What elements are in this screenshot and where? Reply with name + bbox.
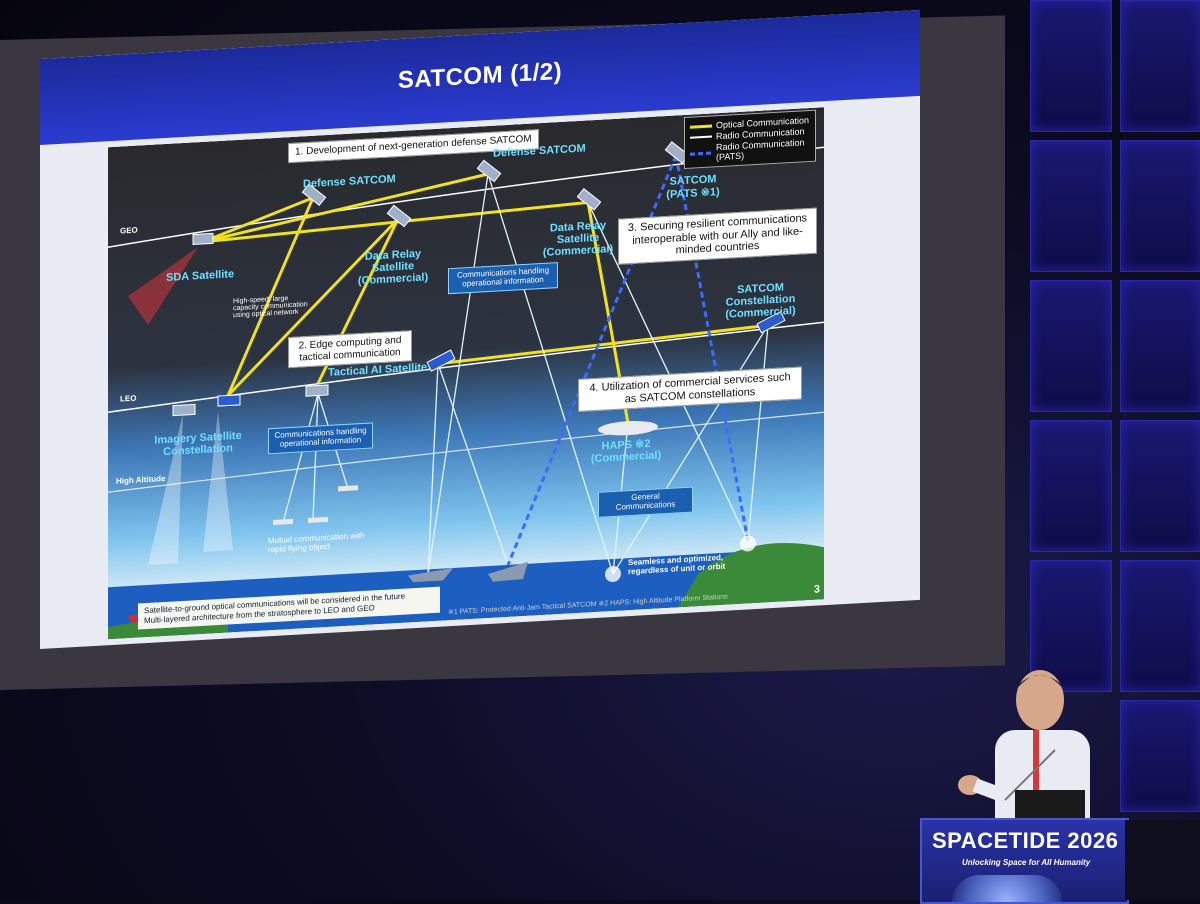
optical-note: High-speed, large capacity communication… <box>233 295 308 320</box>
legend-swatch <box>690 150 712 156</box>
radio-links <box>282 173 769 575</box>
legend-swatch <box>690 123 712 129</box>
defense-satcom-1 <box>301 183 327 207</box>
constellation-label: SATCOM Constellation (Commercial) <box>725 281 796 321</box>
haps-label: HAPS ※2 (Commercial) <box>590 437 662 466</box>
imagery-beam <box>203 411 233 552</box>
ship <box>408 567 453 583</box>
legend: Optical Communication Radio Communicatio… <box>684 109 816 170</box>
high-altitude-line <box>108 411 824 493</box>
sda-cone <box>128 247 198 325</box>
haps-airship <box>598 420 658 436</box>
projection-screen: SATCOM (1/2) <box>0 9 1005 690</box>
satellites <box>172 141 786 417</box>
wall-panel <box>1030 420 1112 552</box>
tactical-ai-sat <box>426 349 456 372</box>
data-relay-2 <box>576 188 602 211</box>
defense-satcom-2 <box>476 159 502 183</box>
microphone <box>1004 749 1056 801</box>
legend-label: Radio Communication (PATS) <box>716 137 805 163</box>
podium: SPACETIDE 2026 Unlocking Space for All H… <box>920 818 1129 904</box>
lectern <box>1125 820 1200 900</box>
data-relay-1-label: Data Relay Satellite (Commercial) <box>357 247 429 288</box>
leo-orbit <box>108 321 824 413</box>
land <box>678 543 824 608</box>
wall-panel <box>1120 0 1200 132</box>
pats-satcom-label: SATCOM (PATS ※1) <box>666 173 720 202</box>
imagery-label: Imagery Satellite Constellation <box>154 429 242 459</box>
hair <box>1016 675 1064 690</box>
geo-label: GEO <box>120 225 138 236</box>
satcom-diagram: GEO LEO High Altitude Optical Communicat… <box>108 107 824 640</box>
data-relay-1 <box>386 204 412 228</box>
page-number: 3 <box>813 583 820 596</box>
wall-panel <box>1030 560 1112 692</box>
optical-links <box>202 172 769 424</box>
constellation-sat <box>756 310 786 334</box>
wall-panel <box>1120 700 1200 812</box>
head <box>1016 670 1064 730</box>
legend-swatch <box>690 135 712 139</box>
wall-panel <box>1030 280 1112 412</box>
ground-station <box>740 535 756 552</box>
data-relay-2-label: Data Relay Satellite (Commercial) <box>542 219 614 259</box>
wall-panel <box>1120 140 1200 272</box>
edge-sat <box>305 384 329 397</box>
general-comm-box: General Communications <box>598 486 693 518</box>
planet-graphic <box>952 875 1062 902</box>
wall-panel <box>1120 560 1200 692</box>
podium-subtitle: Unlocking Space for All Humanity <box>962 858 1091 867</box>
wall-panel <box>1120 420 1200 552</box>
laptop <box>1015 790 1085 820</box>
slide: SATCOM (1/2) <box>40 9 920 650</box>
ground-station <box>605 565 621 583</box>
imagery-sat-2 <box>217 394 241 407</box>
wall-panel <box>1030 140 1112 272</box>
podium-title: SPACETIDE 2026 <box>932 828 1119 853</box>
lanyard <box>1033 730 1039 790</box>
leo-label: LEO <box>120 393 137 404</box>
wall-panel <box>1030 0 1112 132</box>
sda-satellite <box>192 232 214 246</box>
ship <box>488 561 528 582</box>
aircraft <box>273 485 358 526</box>
imagery-sat-1 <box>172 403 196 417</box>
wall-panel <box>1120 280 1200 412</box>
